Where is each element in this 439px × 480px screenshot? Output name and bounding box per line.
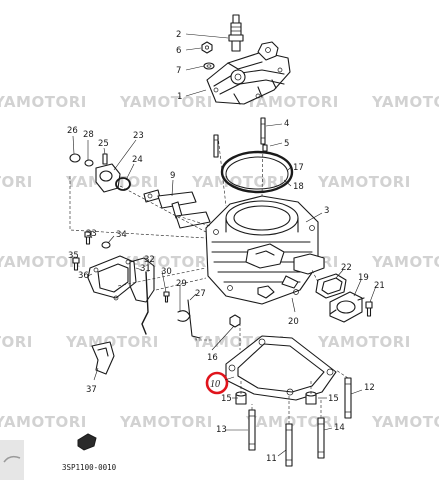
- clip: [177, 310, 191, 322]
- callout-4[interactable]: 4: [284, 119, 289, 129]
- callout-33[interactable]: 33: [86, 229, 97, 239]
- watermark-text: YAMOTORI: [317, 333, 411, 351]
- watermark-text: YAMOTORI: [245, 93, 339, 111]
- callout-20[interactable]: 20: [288, 317, 299, 327]
- callout-16[interactable]: 16: [207, 353, 218, 363]
- base-stud-13: [248, 409, 256, 451]
- head-washer: [203, 62, 215, 70]
- cylinder-head: [206, 41, 291, 105]
- leader-lines: [72, 33, 377, 457]
- callout-11[interactable]: 11: [266, 454, 277, 464]
- callout-15-left[interactable]: 15: [221, 394, 232, 404]
- power-valve-cap: [69, 153, 81, 163]
- exhaust-gasket: [315, 273, 347, 299]
- callout-27[interactable]: 27: [195, 289, 206, 299]
- callout-9[interactable]: 9: [170, 171, 175, 181]
- callout-17[interactable]: 17: [293, 163, 304, 173]
- watermark-text: YAMOTORI: [0, 173, 33, 191]
- cylinder-stud-4: [260, 117, 266, 145]
- head-gasket-18: [225, 156, 289, 190]
- watermark-text: YAMOTORI: [0, 413, 87, 431]
- callout-labels: 2 6 7 1 4 5 17 18 3 9 26 28 25 23 24 33 …: [67, 30, 385, 464]
- watermark-text: YAMOTORI: [371, 93, 439, 111]
- callout-35[interactable]: 35: [68, 251, 79, 261]
- callout-31[interactable]: 31: [140, 264, 151, 274]
- power-valve-cover: [87, 255, 137, 301]
- callout-23[interactable]: 23: [133, 131, 144, 141]
- callout-34[interactable]: 34: [116, 230, 127, 240]
- spring-pin: [163, 291, 170, 303]
- callout-14[interactable]: 14: [334, 423, 345, 433]
- callout-25[interactable]: 25: [98, 139, 109, 149]
- power-valve-seal: [84, 159, 94, 167]
- exhaust-bolt: [365, 301, 373, 317]
- watermark-text: YAMOTORI: [0, 253, 87, 271]
- callout-28[interactable]: 28: [83, 130, 94, 140]
- watermark-text: YAMOTORI: [317, 173, 411, 191]
- callout-3[interactable]: 3: [324, 206, 329, 216]
- callout-18[interactable]: 18: [293, 182, 304, 192]
- front-direction-marker: [77, 433, 97, 451]
- catalog-code: 3SP1100-0010: [62, 463, 117, 472]
- callout-19[interactable]: 19: [358, 273, 369, 283]
- watermark-text: YAMOTORI: [119, 93, 213, 111]
- callout-30[interactable]: 30: [161, 267, 172, 277]
- mounting-bracket: [91, 341, 115, 375]
- power-valve-gasket: [129, 257, 155, 303]
- head-nut: [201, 41, 213, 54]
- watermark-text: YAMOTORI: [0, 333, 33, 351]
- page-curl-icon[interactable]: [0, 440, 24, 480]
- callout-24[interactable]: 24: [132, 155, 143, 165]
- callout-15-right[interactable]: 15: [328, 394, 339, 404]
- watermark-text: YAMOTORI: [65, 333, 159, 351]
- callout-36[interactable]: 36: [78, 271, 89, 281]
- highlight-ring: [205, 371, 229, 395]
- watermark-text: YAMOTORI: [0, 93, 87, 111]
- base-stud-11: [285, 423, 293, 467]
- power-valve-screw: [102, 153, 108, 165]
- bracket: [187, 299, 201, 339]
- screw-33: [84, 231, 92, 245]
- callout-7[interactable]: 7: [176, 66, 181, 76]
- cylinder-block: [205, 195, 325, 305]
- watermark-text: YAMOTORI: [119, 253, 213, 271]
- power-valve-pulley: [143, 189, 211, 229]
- cylinder-stud-5: [213, 134, 219, 158]
- callout-26[interactable]: 26: [67, 126, 78, 136]
- cylinder-nut: [229, 314, 241, 328]
- callout-12[interactable]: 12: [364, 383, 375, 393]
- callout-5[interactable]: 5: [284, 139, 289, 149]
- stud-bolt-dowel-right: [262, 144, 268, 152]
- callout-32[interactable]: 32: [144, 255, 155, 265]
- watermark-text: YAMOTORI: [245, 413, 339, 431]
- watermark-text: YAMOTORI: [191, 173, 285, 191]
- callout-2[interactable]: 2: [176, 30, 181, 40]
- callout-29[interactable]: 29: [176, 279, 187, 289]
- base-stud-14: [317, 417, 325, 459]
- callout-13[interactable]: 13: [216, 425, 227, 435]
- watermark-text: YAMOTORI: [371, 413, 439, 431]
- highlighted-part-callout[interactable]: 10: [205, 371, 235, 395]
- spark-plug: [228, 14, 244, 52]
- callout-21[interactable]: 21: [374, 281, 385, 291]
- cylinder-base-gasket: [225, 335, 337, 401]
- governor-rod: [141, 271, 149, 335]
- exhaust-flange: [329, 291, 365, 323]
- power-valve-o-ring: [115, 177, 131, 191]
- callout-10[interactable]: 10: [210, 379, 220, 390]
- callout-6[interactable]: 6: [176, 46, 181, 56]
- assembly-lines: [69, 135, 349, 424]
- screw-34: [101, 241, 111, 249]
- base-stud-12: [344, 377, 352, 419]
- watermark-text: YAMOTORI: [371, 253, 439, 271]
- callout-22[interactable]: 22: [341, 263, 352, 273]
- watermark-text: YAMOTORI: [119, 413, 213, 431]
- callout-1[interactable]: 1: [177, 92, 182, 102]
- head-gasket-17: [220, 150, 294, 194]
- callout-37[interactable]: 37: [86, 385, 97, 395]
